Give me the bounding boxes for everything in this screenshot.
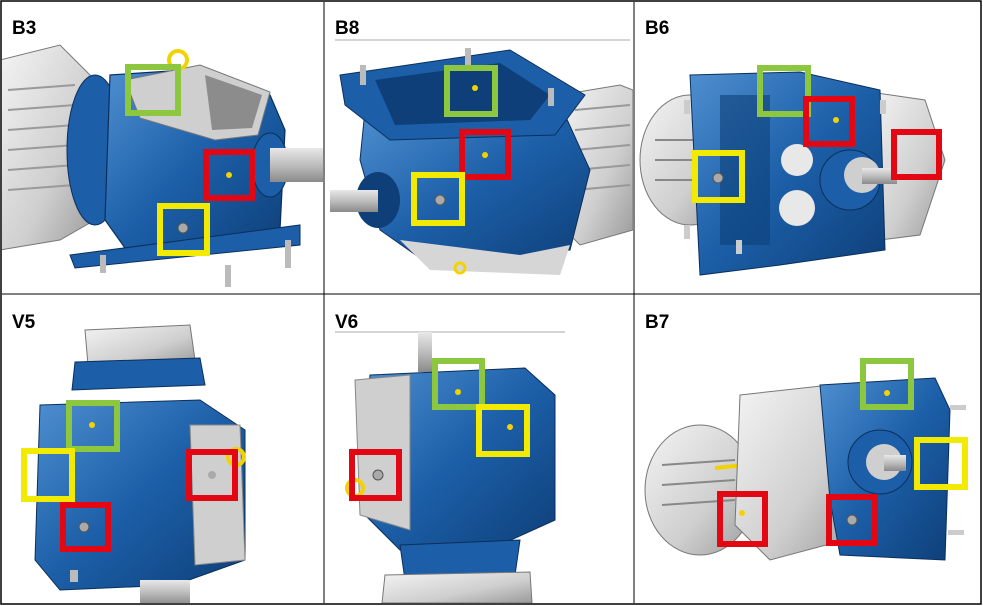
red-square-marker <box>60 502 111 552</box>
yellow-square-marker <box>692 150 745 203</box>
red-square-marker <box>826 494 878 546</box>
green-square-marker <box>757 65 811 117</box>
panel-label: B3 <box>12 18 36 39</box>
yellow-square-marker <box>21 448 75 502</box>
panel-b8: B8 <box>330 18 633 275</box>
panel-label: B6 <box>645 18 669 39</box>
gearbox-v6-illustration <box>335 331 565 603</box>
panel-v6: V6 <box>335 312 565 603</box>
red-square-marker <box>803 96 855 147</box>
green-square-marker <box>66 400 120 452</box>
gearbox-b7-illustration <box>644 358 968 561</box>
panel-v5: V5 <box>12 312 246 603</box>
yellow-square-marker <box>411 172 465 226</box>
red-square-marker <box>203 149 255 201</box>
gearbox-b8-illustration <box>330 39 633 275</box>
panel-label: B7 <box>645 312 669 333</box>
green-square-marker <box>860 358 914 410</box>
green-square-marker <box>444 65 498 117</box>
red-square-marker <box>349 449 402 501</box>
gearbox-b3-illustration <box>2 44 323 287</box>
red-square-marker <box>186 449 238 501</box>
panel-label: B8 <box>335 18 359 39</box>
panel-label: V5 <box>12 312 36 333</box>
panel-b6: B6 <box>639 18 946 276</box>
green-square-marker <box>125 64 181 116</box>
red-square-marker <box>459 129 511 180</box>
green-square-marker <box>432 358 485 410</box>
panel-b7: B7 <box>644 312 968 561</box>
yellow-square-marker <box>476 404 530 457</box>
gearbox-v5-illustration <box>21 324 246 603</box>
panel-label: V6 <box>335 312 358 333</box>
red-square-marker <box>891 129 942 180</box>
yellow-square-marker <box>914 437 968 490</box>
yellow-square-marker <box>157 203 210 256</box>
panel-b3: B3 <box>2 18 323 287</box>
red-square-marker <box>717 491 768 547</box>
gearbox-b6-illustration <box>639 65 946 276</box>
